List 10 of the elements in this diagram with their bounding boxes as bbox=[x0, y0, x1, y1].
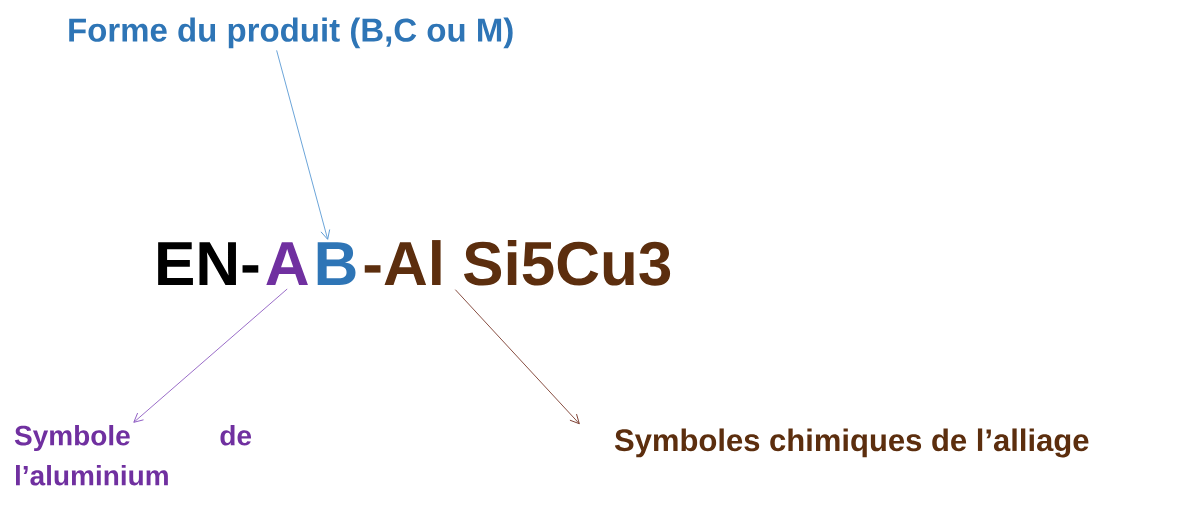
code-text: B bbox=[317, 242, 356, 285]
code-text: A bbox=[266, 242, 308, 285]
arrow bbox=[276, 49, 331, 240]
code-text: EN- bbox=[158, 242, 259, 285]
code-text: -Al Si5Cu3 bbox=[364, 240, 671, 286]
arrow bbox=[454, 289, 580, 425]
callout-label: Symbole de l’aluminium bbox=[14, 425, 252, 486]
heading-label: Forme du produit (B,C ou M) bbox=[69, 17, 513, 49]
arrow bbox=[133, 288, 288, 423]
callout-label: Symboles chimiques de l’alliage bbox=[614, 428, 1089, 458]
